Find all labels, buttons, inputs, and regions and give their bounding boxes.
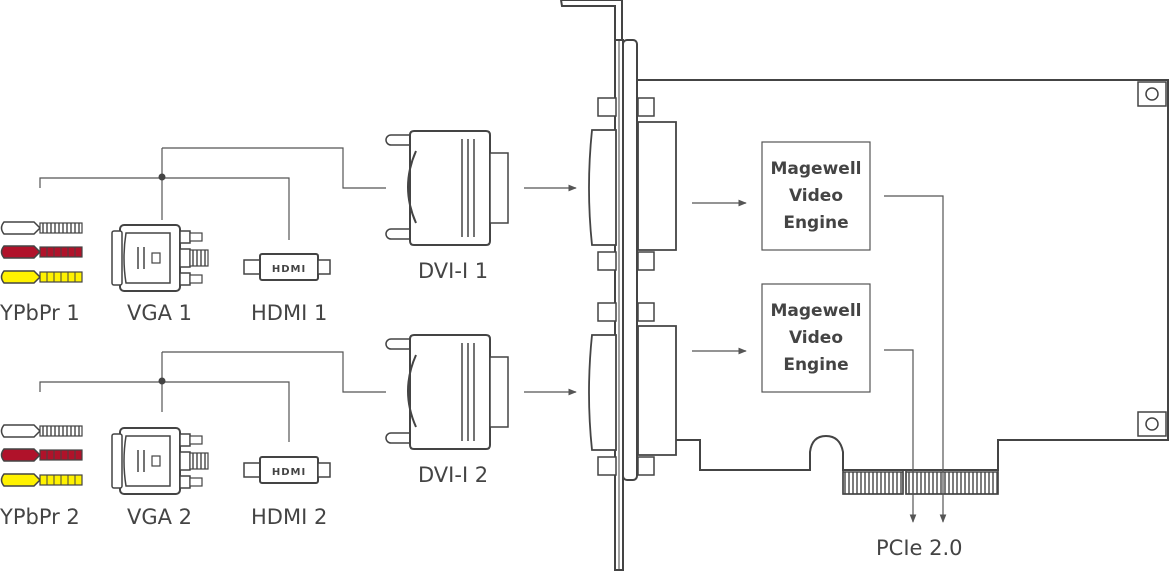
label-hdmi-2: HDMI 2 — [251, 505, 327, 529]
label-vga-2: VGA 2 — [127, 505, 192, 529]
hdmi-plug-text: HDMI — [272, 264, 306, 275]
hdmi-connector-icon: HDMI — [243, 456, 331, 484]
dvi-connector-icon — [385, 130, 509, 246]
label-dvi-2: DVI-I 2 — [418, 463, 488, 487]
dvi-connector-icon — [385, 334, 509, 450]
rca-connector-icon — [0, 221, 83, 284]
label-vga-1: VGA 1 — [127, 301, 192, 325]
engine-2-line-3: Engine — [783, 355, 848, 375]
engine-2-line-1: Magewell — [771, 301, 862, 321]
engine-box-2: Magewell Video Engine — [761, 283, 871, 393]
label-dvi-1: DVI-I 1 — [418, 259, 488, 283]
hdmi-plug-text: HDMI — [272, 467, 306, 478]
engine-2-line-2: Video — [789, 328, 843, 348]
engine-1-line-3: Engine — [783, 213, 848, 233]
vga-connector-icon — [111, 224, 209, 292]
vga-connector-icon — [111, 427, 209, 495]
engine-1-line-2: Video — [789, 186, 843, 206]
label-pcie: PCIe 2.0 — [876, 536, 963, 560]
label-hdmi-1: HDMI 1 — [251, 301, 327, 325]
rca-connector-icon — [0, 424, 83, 487]
engine-box-1: Magewell Video Engine — [761, 141, 871, 251]
hdmi-connector-icon: HDMI — [243, 253, 331, 281]
group-1-wiring — [39, 147, 386, 240]
group-2-wiring — [39, 351, 386, 442]
engine-1-line-1: Magewell — [771, 159, 862, 179]
label-ypbpr-1: YPbPr 1 — [0, 301, 80, 325]
signal-arrows — [524, 184, 947, 523]
label-ypbpr-2: YPbPr 2 — [0, 505, 80, 529]
